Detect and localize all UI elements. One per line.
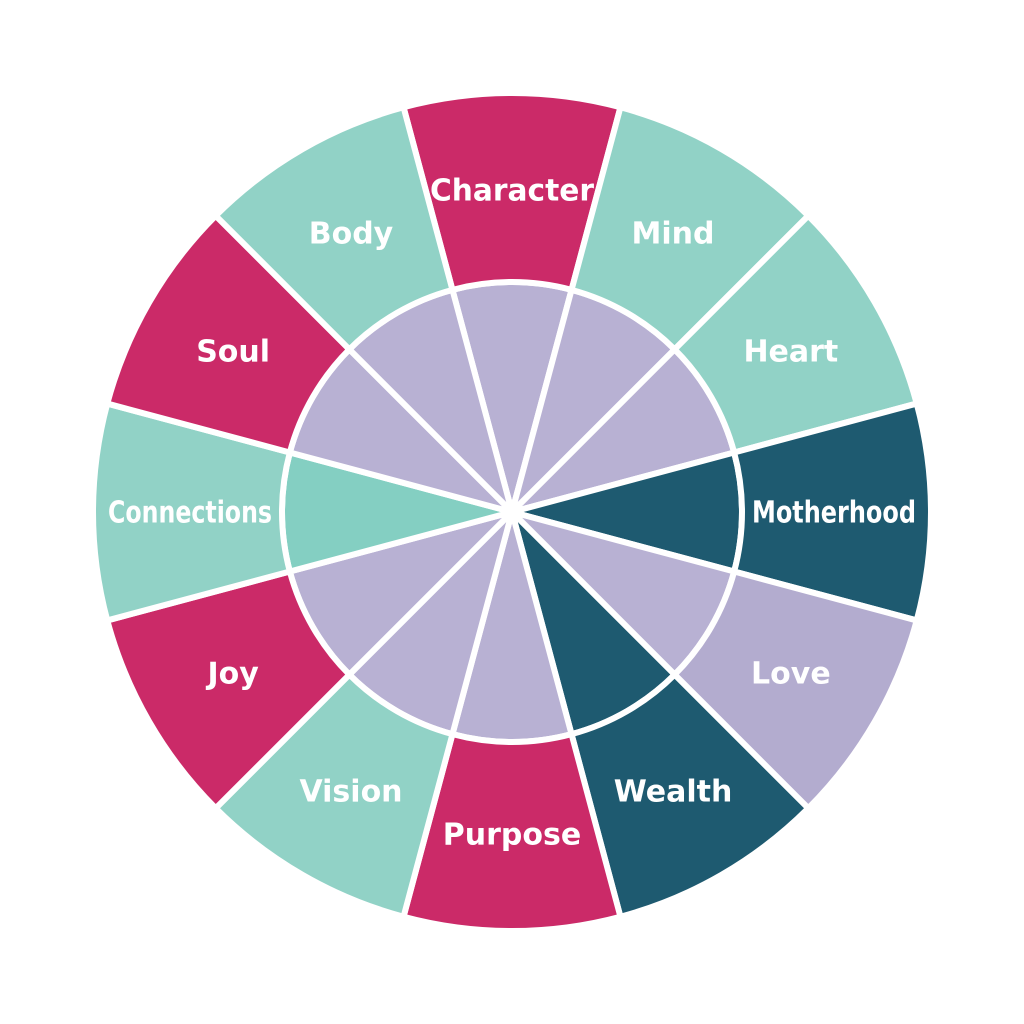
segment-label-heart: Heart xyxy=(743,335,838,370)
segment-label-body: Body xyxy=(309,217,394,252)
segment-label-wealth: Wealth xyxy=(614,774,733,809)
segment-label-connections: Connections xyxy=(108,496,272,531)
segment-label-motherhood: Motherhood xyxy=(752,496,916,531)
segment-label-joy: Joy xyxy=(205,657,259,692)
segment-label-character: Character xyxy=(430,174,594,209)
segment-label-vision: Vision xyxy=(299,774,402,809)
segment-label-soul: Soul xyxy=(196,335,270,370)
segment-label-purpose: Purpose xyxy=(443,818,581,853)
segment-label-love: Love xyxy=(751,657,831,692)
segment-label-mind: Mind xyxy=(632,217,715,252)
segment-body xyxy=(212,104,456,353)
